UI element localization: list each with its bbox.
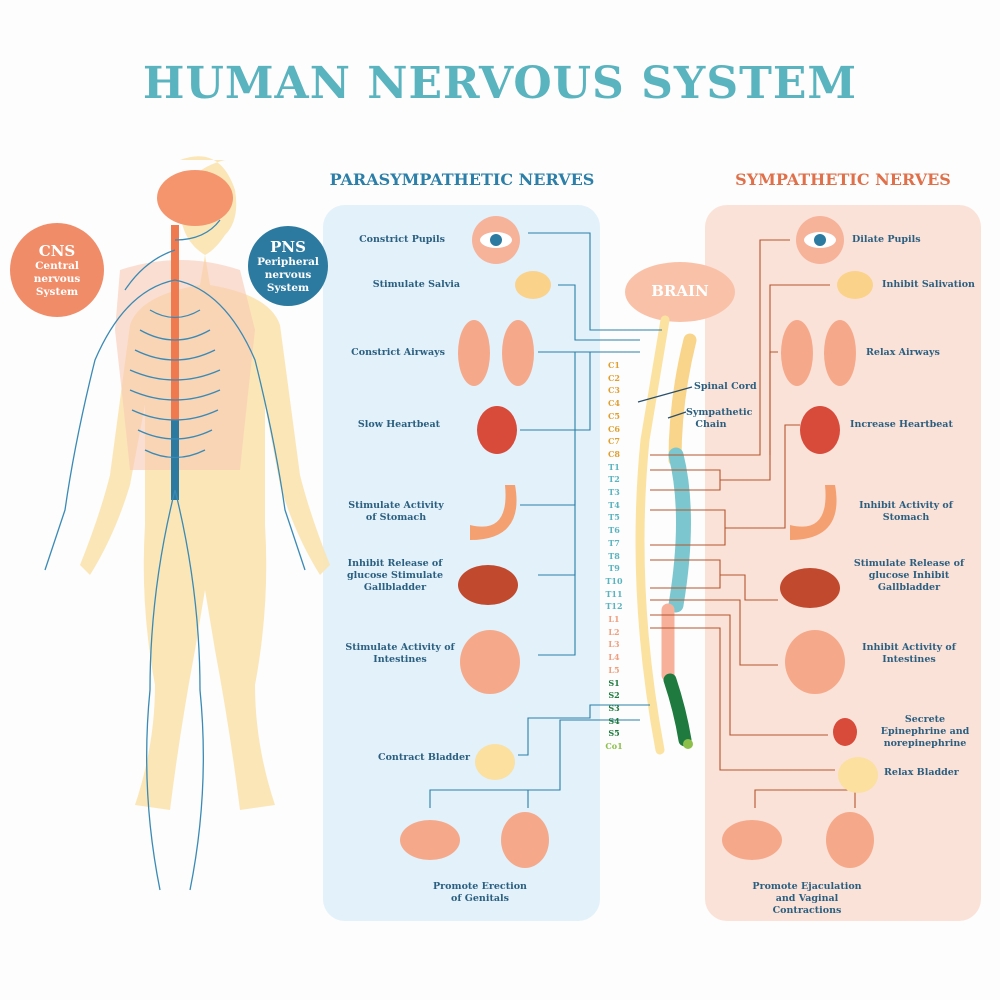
vertebra-label: C5 <box>608 410 620 421</box>
symp-label-genitals: Promote Ejaculation and Vaginal Contract… <box>752 881 862 916</box>
vertebra-label: T4 <box>608 499 620 510</box>
parasympathetic-connectors <box>429 232 662 808</box>
vertebra-label: T2 <box>608 474 620 485</box>
vertebra-label: T5 <box>608 512 620 523</box>
symp-label-adrenal: Secrete Epinephrine and norepinephrine <box>880 714 970 749</box>
parasympathetic-header: PARASYMPATHETIC NERVES <box>329 170 595 189</box>
vertebra-label: C1 <box>608 360 620 370</box>
para-label-saliva: Stimulate Salvia <box>372 279 460 290</box>
symp-label-intestines: Inhibit Activity of Intestines <box>862 642 956 665</box>
para-organs <box>400 216 551 868</box>
symp-label-gallbladder: Stimulate Release of glucose Inhibit Gal… <box>853 558 965 593</box>
page-title: HUMAN NERVOUS SYSTEM <box>142 58 858 109</box>
symp-label-heart: Increase Heartbeat <box>850 419 953 430</box>
parasympathetic-panel <box>323 205 600 921</box>
cns-abbr: CNS <box>38 241 76 260</box>
spinal-cord-label: Spinal Cord <box>694 381 757 392</box>
para-label-gallbladder: Inhibit Release of glucose Stimulate Gal… <box>347 558 443 593</box>
para-label-heart: Slow Heartbeat <box>357 419 440 430</box>
cns-text: Central nervous System <box>33 259 81 298</box>
vertebra-label: T6 <box>608 525 620 536</box>
brain-and-spine <box>625 262 735 755</box>
vertebra-label: S2 <box>608 690 620 701</box>
vertebra-label: C7 <box>608 436 620 447</box>
vertebra-label: T11 <box>605 588 623 599</box>
vertebra-label: T9 <box>608 563 620 574</box>
vertebra-label: S3 <box>608 702 620 713</box>
symp-label-saliva: Inhibit Salivation <box>882 279 975 290</box>
para-label-genitals: Promote Erection of Genitals <box>433 881 527 904</box>
human-body-figure <box>44 156 330 891</box>
symp-label-pupils: Dilate Pupils <box>852 234 921 245</box>
vertebra-label: C2 <box>608 372 620 383</box>
vertebra-label: T3 <box>608 487 620 497</box>
para-label-airways: Constrict Airways <box>351 347 445 358</box>
vertebra-label: T10 <box>605 575 623 586</box>
sympathetic-connectors <box>650 239 856 808</box>
vertebra-label: T8 <box>608 550 620 561</box>
vertebra-label: L2 <box>608 626 620 637</box>
vertebra-label: T12 <box>605 601 623 612</box>
vertebra-label: Co1 <box>605 741 623 751</box>
vertebra-label: S4 <box>608 715 620 726</box>
sympathetic-header: SYMPATHETIC NERVES <box>735 170 951 189</box>
brain-label: BRAIN <box>651 282 709 300</box>
vertebra-label: C6 <box>608 423 620 434</box>
vertebra-label: C8 <box>608 448 620 459</box>
vertebra-label: T7 <box>608 537 620 548</box>
symp-organs <box>722 216 878 868</box>
pns-abbr: PNS <box>270 237 306 256</box>
sympathetic-chain-label: Sympathetic Chain <box>686 407 753 430</box>
vertebra-label: L1 <box>608 614 620 624</box>
vertebra-label: L4 <box>608 652 620 663</box>
vertebra-label: L5 <box>608 664 620 675</box>
vertebra-label: S1 <box>608 677 620 688</box>
pns-text: Peripheral nervous System <box>257 255 319 294</box>
vertebra-label: S5 <box>608 728 620 739</box>
para-label-intestines: Stimulate Activity of Intestines <box>345 642 455 665</box>
symp-label-stomach: Inhibit Activity of Stomach <box>859 500 953 523</box>
pns-badge: PNS Peripheral nervous System <box>248 226 328 306</box>
vertebra-label: C4 <box>608 398 620 409</box>
symp-label-airways: Relax Airways <box>866 347 940 358</box>
para-label-bladder: Contract Bladder <box>378 752 470 763</box>
vertebra-label: T1 <box>608 461 620 472</box>
vertebra-label: L3 <box>608 639 620 650</box>
para-label-stomach: Stimulate Activity of Stomach <box>348 500 444 523</box>
para-label-pupils: Constrict Pupils <box>359 234 445 245</box>
cns-badge: CNS Central nervous System <box>10 223 104 317</box>
symp-label-bladder: Relax Bladder <box>884 767 959 778</box>
vertebra-label: C3 <box>608 385 620 396</box>
